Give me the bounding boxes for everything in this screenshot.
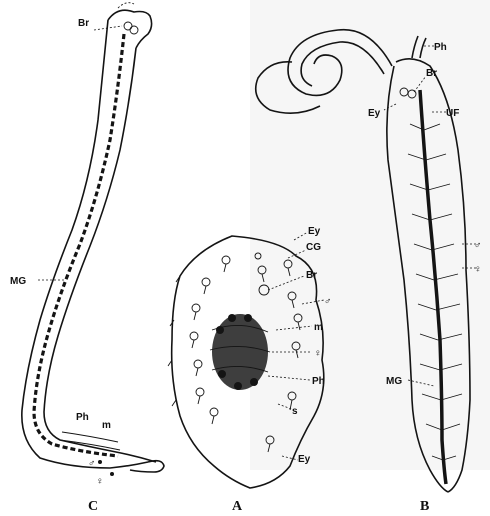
label-a-ph: Ph <box>312 376 325 387</box>
label-b-mg: MG <box>386 376 402 387</box>
label-b-uf: UF <box>446 108 459 119</box>
panel-label-a: A <box>232 499 243 514</box>
label-c-br: Br <box>78 18 89 29</box>
label-b-male: ♂ <box>474 240 482 251</box>
label-a-ey-top: Ey <box>308 226 321 237</box>
label-b-female: ♀ <box>474 264 482 275</box>
label-a-m: m <box>314 322 323 333</box>
panel-c-organism <box>22 3 164 476</box>
label-c-m: m <box>102 420 111 431</box>
label-c-ph: Ph <box>76 412 89 423</box>
label-a-ey-bottom: Ey <box>298 454 311 465</box>
label-a-br: Br <box>306 270 317 281</box>
label-c-female: ♀ <box>96 476 104 487</box>
label-b-br: Br <box>426 68 437 79</box>
background-texture <box>250 0 490 470</box>
label-b-ph: Ph <box>434 42 447 53</box>
label-a-male: ♂ <box>324 296 332 307</box>
panel-label-b: B <box>420 499 429 514</box>
label-c-mg: MG <box>10 276 26 287</box>
label-c-male: ♂ <box>88 458 96 469</box>
label-a-female: ♀ <box>314 348 322 359</box>
label-b-ey: Ey <box>368 108 381 119</box>
label-a-s: s <box>292 406 298 417</box>
panel-label-c: C <box>88 499 98 514</box>
label-a-cg: CG <box>306 242 321 253</box>
